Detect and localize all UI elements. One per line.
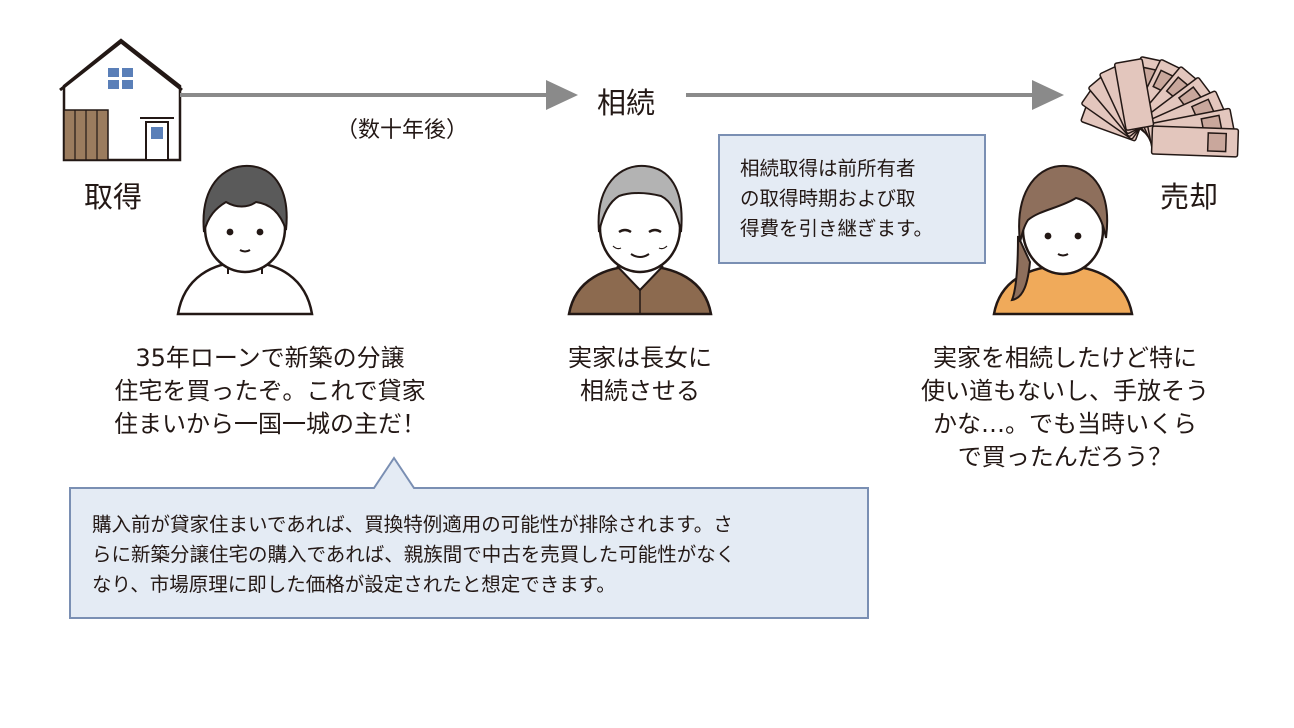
father-speech-line-2: 住宅を買ったぞ。これで貸家 [114,377,426,405]
daughter-speech: 実家を相続したけど特に 使い道もないし、手放そう かな…。でも当時いくら で買っ… [880,342,1250,474]
house-icon [59,38,183,162]
daughter-speech-line-1: 実家を相続したけど特に [933,344,1197,372]
elder-avatar [567,164,713,316]
elder-speech: 実家は長女に 相続させる [520,342,760,408]
father-speech-line-1: 35年ローンで新築の分譲 [135,344,405,372]
purchase-note-line-2: らに新築分譲住宅の購入であれば、親族間で中古を売買した可能性がなく [92,543,736,566]
father-speech: 35年ローンで新築の分譲 住宅を買ったぞ。これで貸家 住まいから一国一城の主だ！ [40,342,500,441]
inherit-label: 相続 [597,86,656,120]
sell-label: 売却 [1160,180,1219,214]
interval-label: （数十年後） [336,118,469,143]
father-speech-line-3: 住まいから一国一城の主だ！ [114,410,426,438]
elder-speech-line-1: 実家は長女に [568,344,712,372]
daughter-speech-line-2: 使い道もないし、手放そう [921,377,1209,405]
arrow-to-sell [686,80,1064,110]
inheritance-note-line-2: の取得時期および取 [740,187,916,210]
elder-speech-line-2: 相続させる [580,377,700,405]
father-avatar [176,164,314,316]
banknotes-icon [1080,56,1240,158]
purchase-note-line-3: なり、市場原理に即した価格が設定されたと想定できます。 [92,573,616,596]
daughter-speech-line-4: で買ったんだろう？ [957,443,1173,471]
daughter-avatar [992,164,1134,316]
arrow-to-inherit [180,80,578,110]
inheritance-note: 相続取得は前所有者 の取得時期および取 得費を引き継ぎます。 [718,134,986,264]
purchase-note-callout-shape [69,456,869,619]
acquire-label: 取得 [84,180,143,214]
purchase-note: 購入前が貸家住まいであれば、買換特例適用の可能性が排除されます。さ らに新築分譲… [92,510,862,600]
inheritance-note-line-3: 得費を引き継ぎます。 [740,217,934,240]
daughter-speech-line-3: かな…。でも当時いくら [933,410,1197,438]
inheritance-note-line-1: 相続取得は前所有者 [740,157,916,180]
purchase-note-line-1: 購入前が貸家住まいであれば、買換特例適用の可能性が排除されます。さ [92,513,733,536]
